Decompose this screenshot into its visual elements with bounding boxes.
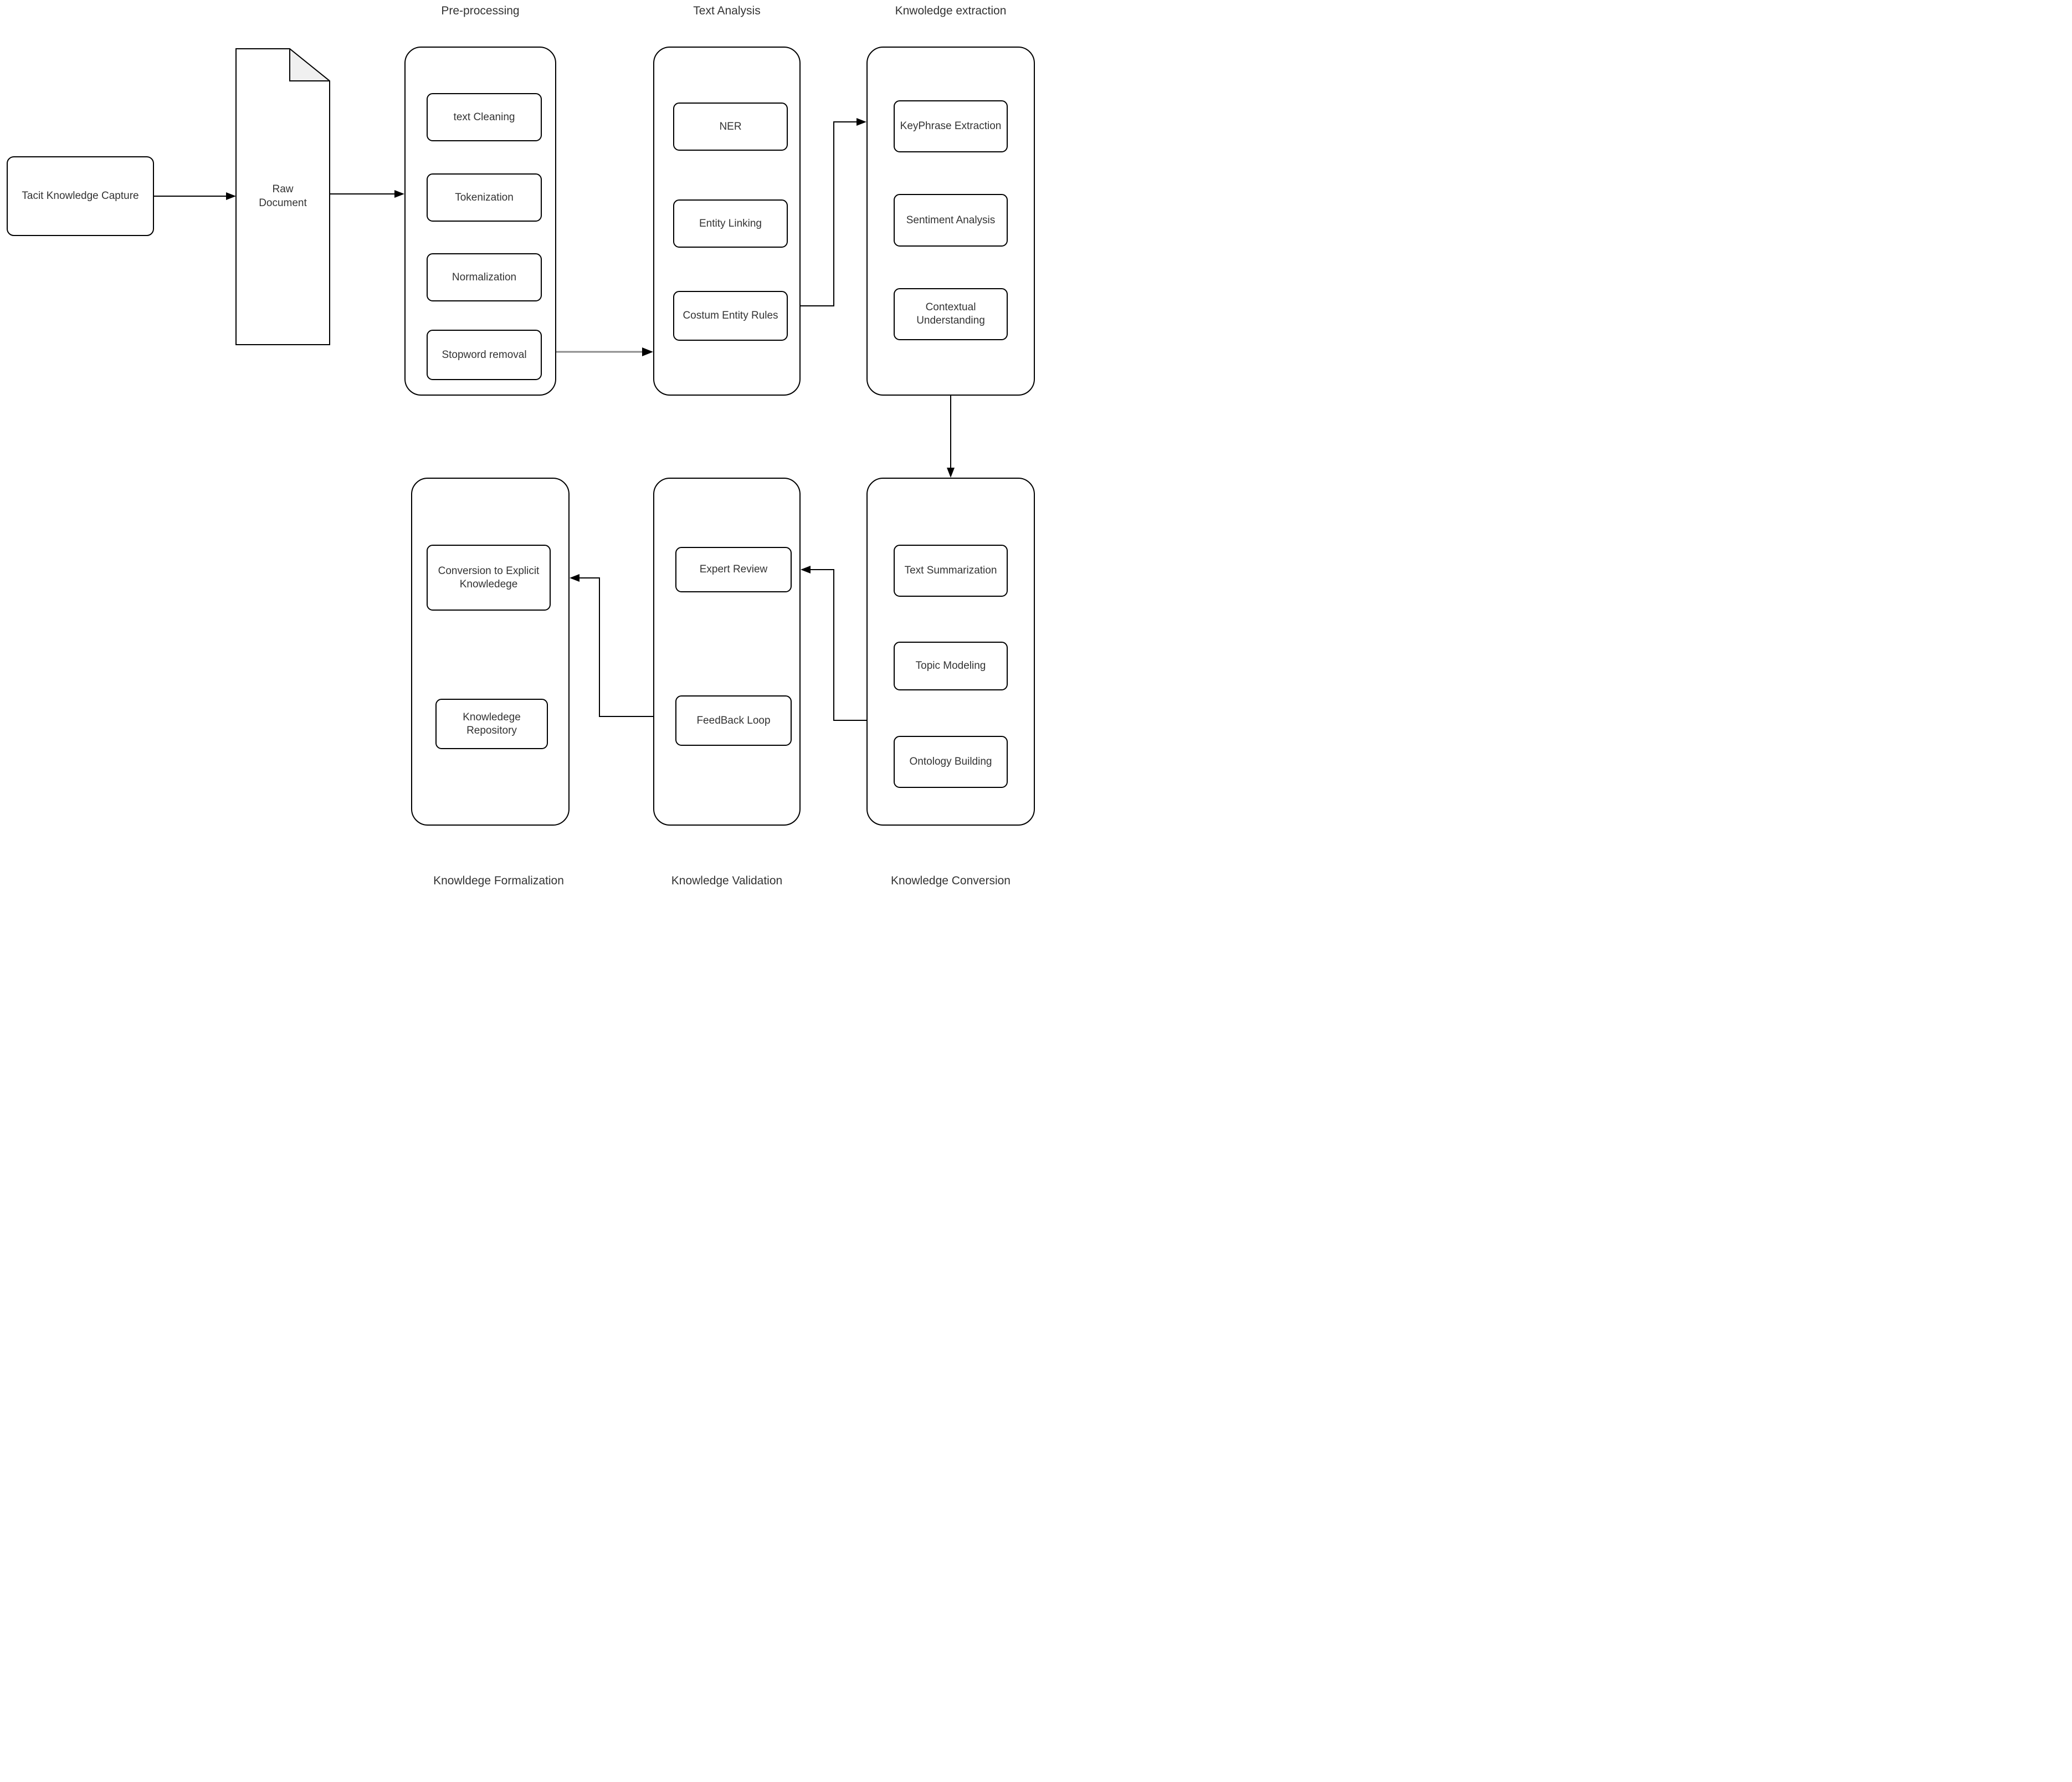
node-stopword-removal: Stopword removal: [427, 330, 542, 380]
node-expert-review: Expert Review: [675, 547, 792, 592]
arrow-knowledge-validation-to-knowledge-formalization: [570, 574, 653, 717]
node-text-summarization: Text Summarization: [894, 545, 1008, 597]
section-label-text-analysis: Text Analysis: [693, 4, 761, 17]
group-knowledge-validation: [653, 478, 801, 826]
node-tacit-knowledge-capture: Tacit Knowledge Capture: [7, 156, 154, 236]
node-feedback-loop: FeedBack Loop: [675, 695, 792, 746]
connector-layer: [154, 118, 955, 721]
arrow-preprocessing-to-text-analysis: [556, 347, 653, 356]
node-topic-modeling: Topic Modeling: [894, 642, 1008, 690]
node-ontology-building: Ontology Building: [894, 736, 1008, 788]
node-costum-entity-rules: Costum Entity Rules: [673, 291, 788, 341]
node-tacit-knowledge-capture-label: Tacit Knowledge Capture: [22, 190, 139, 202]
node-normalization: Normalization: [427, 253, 542, 301]
arrow-knowledge-extraction-to-knowledge-conversion: [947, 396, 955, 478]
document-shape-icon: [235, 48, 330, 345]
arrow-text-analysis-to-knowledge-extraction: [801, 118, 866, 306]
section-label-preprocessing: Pre-processing: [441, 4, 520, 17]
node-raw-document: Raw Document: [235, 48, 330, 345]
group-knowledge-formalization: [411, 478, 570, 826]
node-raw-document-label-wrap: Raw Document: [235, 48, 330, 345]
node-knowledge-repository: Knowledege Repository: [435, 699, 548, 749]
flowchart-canvas: Pre-processing Text Analysis Knwoledge e…: [0, 0, 1036, 891]
node-sentiment-analysis: Sentiment Analysis: [894, 194, 1008, 247]
node-entity-linking: Entity Linking: [673, 199, 788, 248]
node-ner: NER: [673, 103, 788, 151]
section-label-knowledge-conversion: Knowledge Conversion: [891, 874, 1011, 887]
section-label-knowledge-extraction: Knwoledge extraction: [895, 4, 1007, 17]
node-tokenization: Tokenization: [427, 173, 542, 222]
arrow-tacit-to-raw-document: [154, 192, 236, 200]
section-label-knowledge-validation: Knowledge Validation: [671, 874, 783, 887]
node-text-cleaning: text Cleaning: [427, 93, 542, 141]
arrow-knowledge-conversion-to-knowledge-validation: [801, 566, 866, 721]
arrow-raw-document-to-preprocessing: [330, 190, 404, 198]
node-contextual-understanding: Contextual Understanding: [894, 288, 1008, 340]
section-label-knowledge-formalization: Knowldege Formalization: [433, 874, 564, 887]
node-conversion-to-explicit-knowledge: Conversion to Explicit Knowledege: [427, 545, 551, 611]
node-raw-document-label: Raw Document: [259, 183, 307, 209]
node-keyphrase-extraction: KeyPhrase Extraction: [894, 100, 1008, 152]
